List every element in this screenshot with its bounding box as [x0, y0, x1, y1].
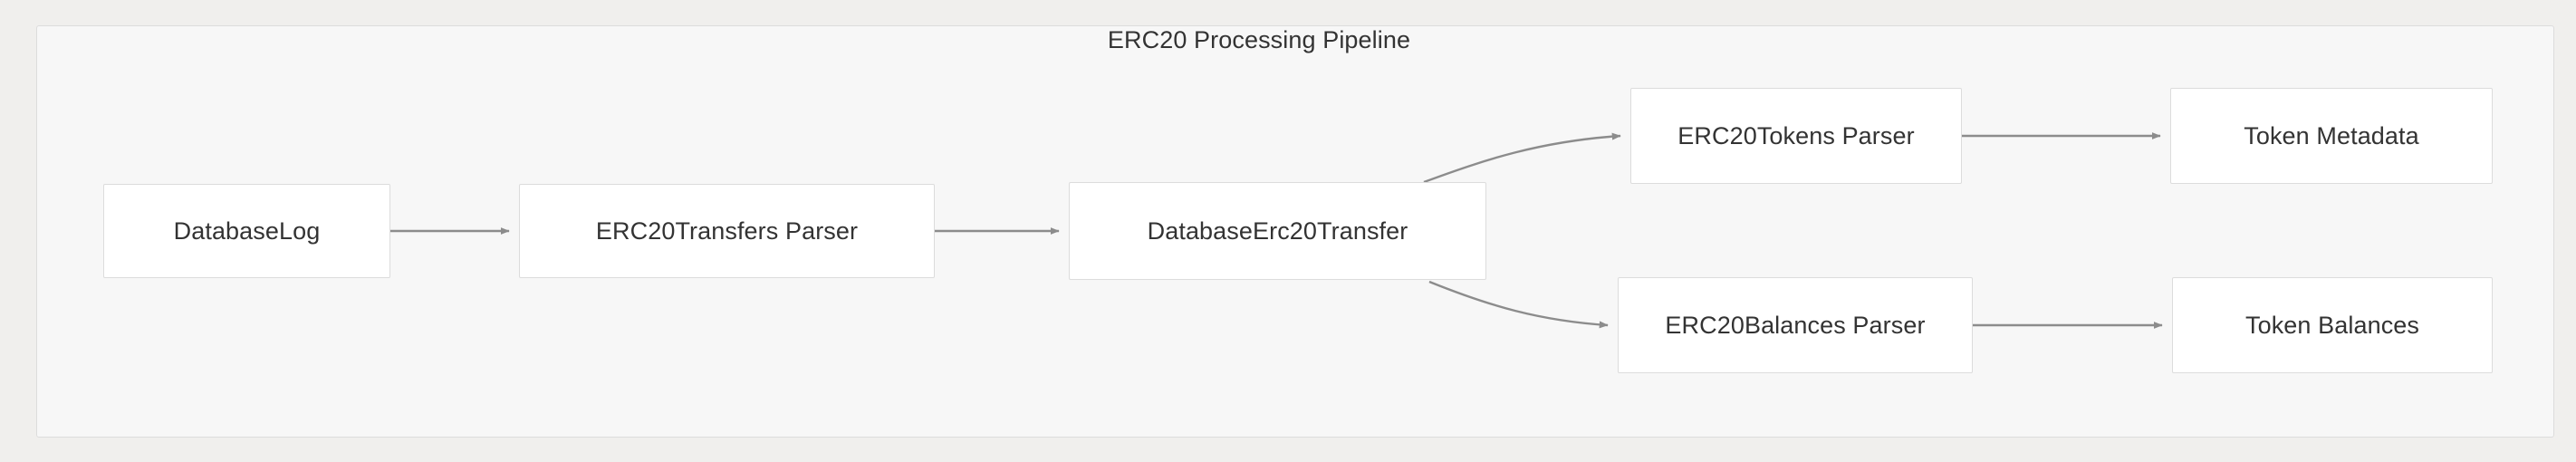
node-label: Token Metadata: [2244, 121, 2419, 149]
node-label: ERC20Balances Parser: [1665, 311, 1926, 339]
node-databaseerc20transfer[interactable]: DatabaseErc20Transfer: [1069, 182, 1486, 280]
node-token-balances[interactable]: Token Balances: [2172, 277, 2493, 373]
node-label: ERC20Tokens Parser: [1677, 121, 1915, 149]
node-erc20balances-parser[interactable]: ERC20Balances Parser: [1618, 277, 1973, 373]
node-databaselog[interactable]: DatabaseLog: [103, 184, 390, 278]
node-label: Token Balances: [2244, 311, 2420, 339]
node-label: DatabaseErc20Transfer: [1147, 217, 1408, 245]
node-erc20transfers-parser[interactable]: ERC20Transfers Parser: [519, 184, 935, 278]
node-token-metadata[interactable]: Token Metadata: [2170, 88, 2493, 184]
node-label: DatabaseLog: [173, 217, 321, 245]
node-erc20tokens-parser[interactable]: ERC20Tokens Parser: [1630, 88, 1962, 184]
node-label: ERC20Transfers Parser: [595, 217, 859, 245]
